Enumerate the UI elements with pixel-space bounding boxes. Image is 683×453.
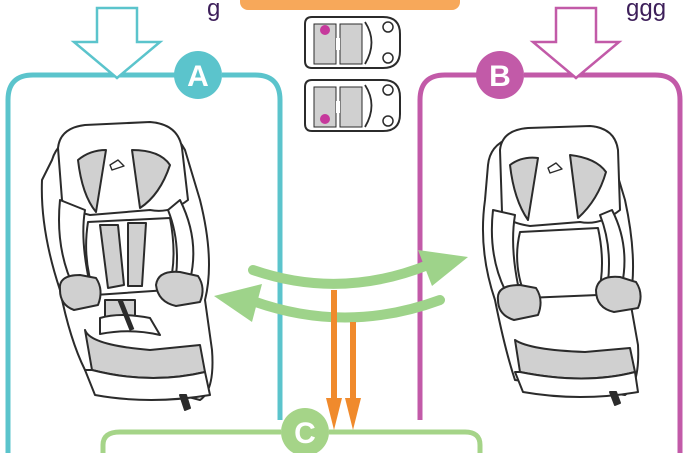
seat-position-dot-rear-right [320,114,330,124]
seat-position-dot-rear-left [320,25,330,35]
car-top-view-icon [304,16,401,69]
top-orange-label-edge [240,0,460,10]
swap-arrows-icon [214,250,468,323]
panel-a-frame [5,72,283,453]
panel-b-badge: B [476,51,524,99]
orange-down-arrows-icon [326,290,361,430]
svg-text:A: A [187,60,209,93]
panel-a-badge: A [174,51,222,99]
panel-c-badge: C [281,408,329,453]
top-text-left: g [207,0,220,22]
top-text-right: ggg [626,0,666,22]
svg-text:C: C [294,417,316,450]
panel-b-frame [417,72,683,453]
down-arrow-icon-b [529,6,623,80]
svg-text:B: B [489,60,511,93]
child-car-seat-icon [40,121,214,411]
panel-c-frame [100,429,483,453]
booster-seat-icon [481,125,642,406]
car-top-view-icon-2 [304,79,401,132]
down-arrow-icon-a [70,6,164,80]
